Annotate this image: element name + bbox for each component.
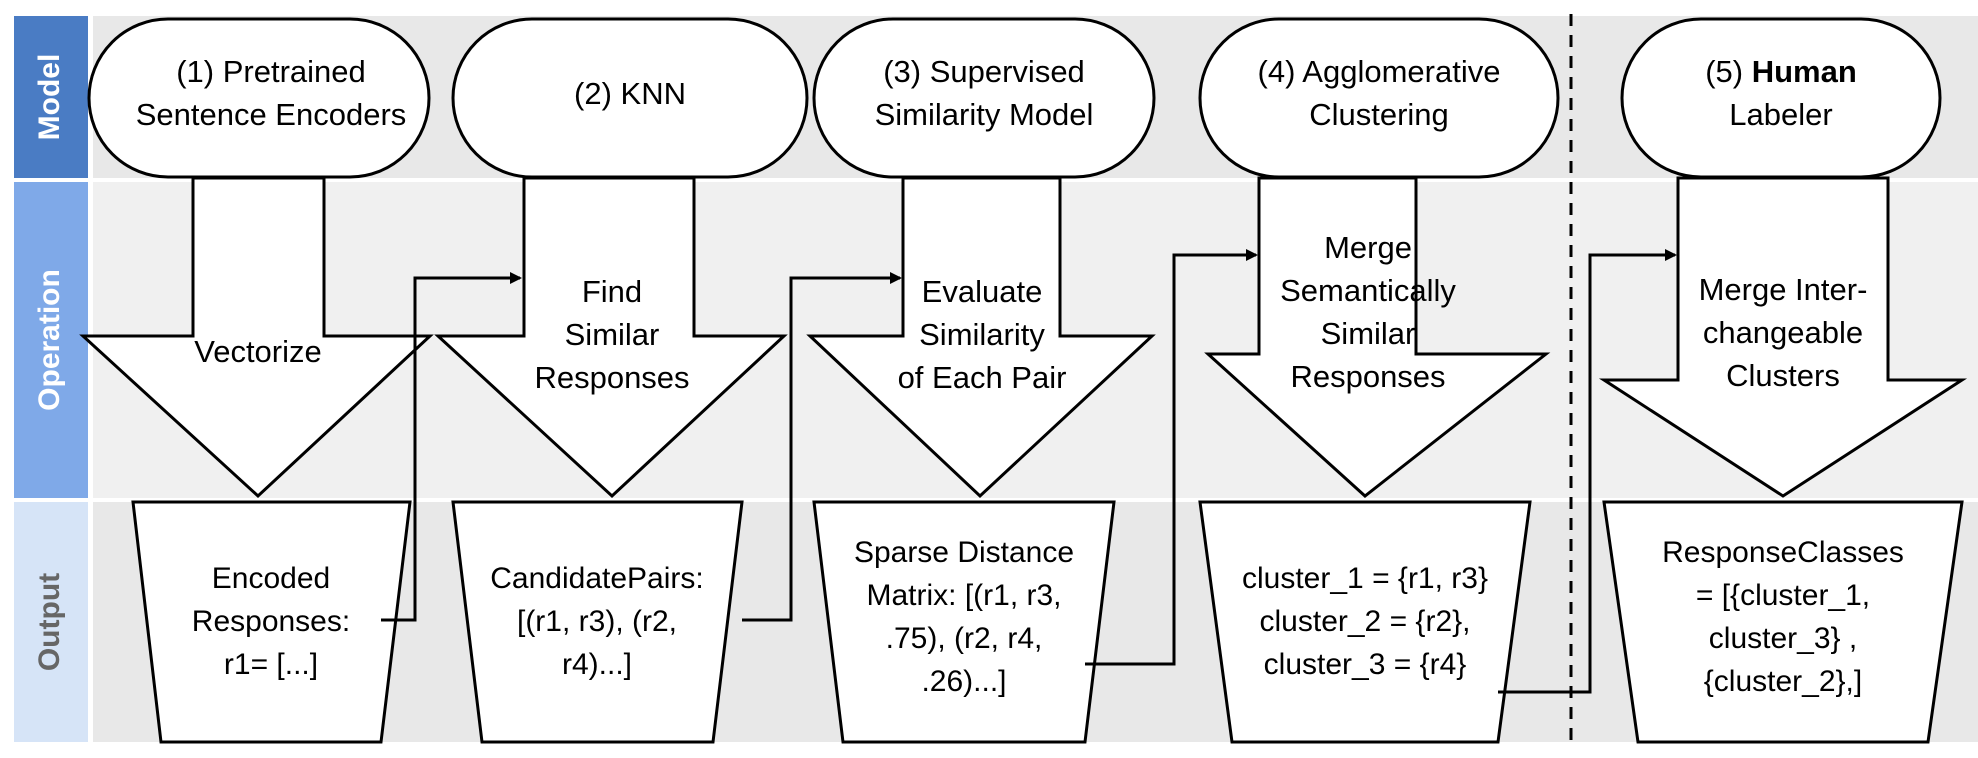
output-label-2-line1: CandidatePairs: xyxy=(490,562,703,595)
connector-clusters-to-labeler xyxy=(1498,249,1677,694)
model-node-pretrained-encoders xyxy=(87,17,431,179)
operation-label-5-line1: Merge Inter- xyxy=(1699,272,1868,307)
connector-pairs-to-similarity xyxy=(742,272,902,622)
operation-label-5-line2: changeable xyxy=(1703,315,1863,350)
output-node-sparse-distance-matrix xyxy=(812,500,1116,744)
output-label-4-line3: cluster_3 = {r4} xyxy=(1264,648,1467,681)
operation-label-4-line2: Semantically xyxy=(1280,273,1456,308)
output-label-3-line3: .75), (r2, r4, xyxy=(886,622,1043,655)
model-label-4-line2: Clustering xyxy=(1309,97,1449,132)
output-label-1-line3: r1= [...] xyxy=(224,648,318,681)
model-label-5-prefix: (5) xyxy=(1705,54,1752,89)
model-label-3-line2: Similarity Model xyxy=(875,97,1094,132)
output-node-response-classes xyxy=(1602,500,1964,744)
model-label-4-line1: (4) Agglomerative xyxy=(1258,54,1501,89)
model-label-5-bold: Human xyxy=(1752,54,1857,89)
lane-label-output: Output xyxy=(14,502,88,742)
output-node-clusters xyxy=(1198,500,1532,744)
output-label-3-line1: Sparse Distance xyxy=(854,536,1074,569)
connector-encoded-to-knn xyxy=(381,272,522,622)
model-node-human-labeler xyxy=(1620,17,1942,179)
operation-label-4-line1: Merge xyxy=(1324,230,1412,265)
model-label-3-line1: (3) Supervised xyxy=(883,54,1085,89)
connector-matrix-to-clustering xyxy=(1085,249,1258,666)
model-label-2-line1: (2) KNN xyxy=(574,76,686,111)
operation-label-3-line3: of Each Pair xyxy=(898,360,1067,395)
operation-label-3-line2: Similarity xyxy=(919,317,1045,352)
output-node-candidate-pairs xyxy=(451,500,744,744)
model-label-1-line2: Sentence Encoders xyxy=(136,97,407,132)
output-label-5-line4: {cluster_2},] xyxy=(1704,665,1862,698)
operation-label-2-line2: Similar xyxy=(565,317,660,352)
output-label-3-line2: Matrix: [(r1, r3, xyxy=(866,579,1061,612)
lane-label-operation: Operation xyxy=(14,182,88,498)
output-label-1-line2: Responses: xyxy=(192,605,350,638)
operation-label-2-line3: Responses xyxy=(534,360,689,395)
output-label-4-line1: cluster_1 = {r1, r3} xyxy=(1242,562,1488,595)
model-label-5-line2: Labeler xyxy=(1729,97,1832,132)
lane-label-operation-text: Operation xyxy=(33,269,66,411)
model-label-5-line1: (5) Human xyxy=(1705,54,1857,89)
merge-interchangeable-arrow-shape xyxy=(1598,176,1968,498)
operation-label-1-line1: Vectorize xyxy=(194,334,322,369)
output-label-5-line2: = [{cluster_1, xyxy=(1696,579,1870,612)
model-node-supervised-similarity xyxy=(812,17,1156,179)
output-label-5-line3: cluster_3} , xyxy=(1709,622,1857,655)
output-label-1-line1: Encoded xyxy=(212,562,330,595)
operation-label-4-line4: Responses xyxy=(1290,359,1445,394)
lane-label-model: Model xyxy=(14,16,88,178)
output-label-2-line2: [(r1, r3), (r2, xyxy=(517,605,677,638)
output-label-2-line3: r4)...] xyxy=(562,648,632,681)
model-label-1-line1: (1) Pretrained xyxy=(176,54,366,89)
find-similar-arrow-shape xyxy=(434,176,788,499)
merge-similar-arrow-shape xyxy=(1204,176,1551,498)
output-label-3-line4: .26)...] xyxy=(921,665,1006,698)
evaluate-similarity-arrow-shape xyxy=(806,176,1156,499)
operation-label-2-line1: Find xyxy=(582,274,642,309)
output-node-encoded-responses xyxy=(131,500,412,744)
output-label-5-line1: ResponseClasses xyxy=(1662,536,1904,569)
output-label-4-line2: cluster_2 = {r2}, xyxy=(1260,605,1471,638)
lane-label-output-text: Output xyxy=(33,573,66,671)
operation-label-3-line1: Evaluate xyxy=(922,274,1043,309)
lane-label-model-text: Model xyxy=(33,54,66,141)
vectorize-arrow-shape xyxy=(79,176,434,499)
operation-label-5-line3: Clusters xyxy=(1726,358,1840,393)
operation-label-4-line3: Similar xyxy=(1321,316,1416,351)
model-node-agglomerative-clustering xyxy=(1198,17,1560,179)
model-node-knn xyxy=(451,17,809,179)
